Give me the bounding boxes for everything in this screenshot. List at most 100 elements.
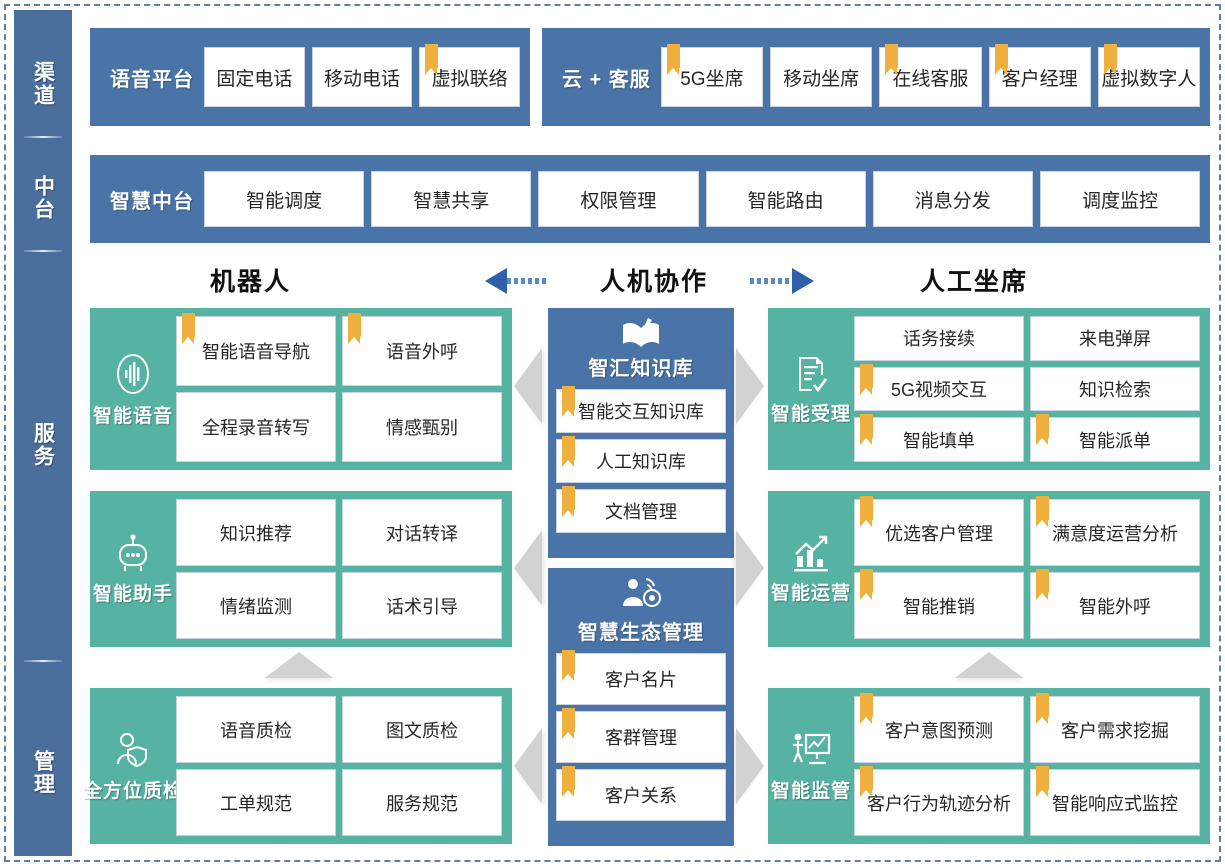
bookmark-icon [348, 313, 361, 344]
service-item[interactable]: 优选客户管理 [854, 496, 1024, 566]
rail-divider-1 [24, 136, 62, 138]
midplatform-item[interactable]: 智慧共享 [371, 171, 532, 227]
center-item[interactable]: 智能交互知识库 [556, 386, 726, 433]
diagram-outer-frame [4, 4, 1221, 862]
channel-item-label: 客户经理 [1001, 68, 1078, 90]
center-item[interactable]: 客户名片 [556, 650, 726, 705]
channel-item[interactable]: 虚拟数字人 [1097, 44, 1200, 107]
rail-segment-midplatform[interactable]: 中台 [14, 150, 72, 246]
channel-item[interactable]: 5G坐席 [660, 44, 764, 107]
service-item[interactable]: 工单规范 [176, 769, 336, 836]
bookmark-icon [994, 44, 1008, 75]
service-item[interactable]: 智能语音导航 [176, 313, 336, 386]
bookmark-icon [1103, 44, 1117, 75]
middle-platform-items: 智能调度 智慧共享 权限管理 智能路由 消息分发 调度监控 [204, 171, 1201, 227]
service-item[interactable]: 智能外呼 [1030, 569, 1200, 639]
bookmark-icon [1036, 693, 1049, 724]
channel-item[interactable]: 虚拟联络 [419, 44, 521, 107]
service-item-label: 情感甄别 [386, 418, 458, 438]
panel-head: 智能语音 [90, 351, 176, 428]
panel-title: 智能运营 [770, 582, 851, 604]
panel-intelligent-voice: 智能语音 智能语音导航 语音外呼 全程录音转写 情感甄别 [90, 308, 512, 470]
arrow-right [750, 268, 814, 294]
midplatform-item-label: 智慧共享 [413, 190, 490, 212]
service-item[interactable]: 话术引导 [342, 572, 502, 639]
panel-title: 智汇知识库 [588, 358, 694, 380]
service-item[interactable]: 图文质检 [342, 696, 502, 763]
center-item-label: 文档管理 [605, 502, 677, 522]
center-item[interactable]: 客户关系 [556, 766, 726, 821]
service-item-label: 话术引导 [386, 596, 458, 617]
collab-label-agent: 人工坐席 [920, 268, 1029, 296]
channel-item-label: 在线客服 [892, 68, 969, 90]
bookmark-icon [860, 496, 873, 527]
rail-segment-management[interactable]: 管理 [14, 720, 72, 825]
center-item[interactable]: 客群管理 [556, 708, 726, 763]
center-item[interactable]: 文档管理 [556, 486, 726, 533]
service-item[interactable]: 语音质检 [176, 696, 336, 763]
panel-title: 全方位质检 [83, 780, 184, 802]
bookmark-icon [562, 386, 575, 417]
rail-segment-service[interactable]: 服务 [14, 390, 72, 500]
panel-intelligent-assistant: 智能助手 知识推荐 对话转译 情绪监测 话术引导 [90, 491, 512, 647]
channel-item[interactable]: 移动电话 [311, 47, 413, 107]
panel-full-quality-inspection: 全方位质检 语音质检 图文质检 工单规范 服务规范 [83, 688, 512, 844]
connector-arrow-up-left [265, 652, 333, 678]
voice-platform-title: 语音平台 [110, 68, 194, 91]
midplatform-item-label: 消息分发 [914, 190, 991, 212]
midplatform-item[interactable]: 智能调度 [204, 171, 365, 227]
midplatform-item[interactable]: 智能路由 [705, 171, 866, 227]
robot-icon [113, 533, 153, 575]
service-item[interactable]: 满意度运营分析 [1030, 496, 1200, 566]
collaboration-header: 机器人 人机协作 人工坐席 [80, 250, 1210, 308]
service-item[interactable]: 全程录音转写 [176, 392, 336, 462]
service-item[interactable]: 情绪监测 [176, 572, 336, 639]
midplatform-item[interactable]: 权限管理 [538, 171, 699, 227]
channel-item[interactable]: 移动坐席 [770, 47, 873, 107]
service-item-label: 对话转译 [386, 523, 458, 544]
midplatform-item-label: 权限管理 [580, 190, 657, 212]
panel-items: 客户意图预测 客户需求挖掘 客户行为轨迹分析 智能响应式监控 [854, 688, 1210, 844]
service-item-label: 知识推荐 [220, 523, 292, 544]
panel-title: 智能助手 [92, 583, 173, 605]
panel-items: 知识推荐 对话转译 情绪监测 话术引导 [176, 491, 512, 647]
service-item[interactable]: 智能派单 [1030, 414, 1200, 462]
service-item[interactable]: 智能响应式监控 [1030, 766, 1200, 836]
growth-chart-icon [790, 534, 832, 574]
service-item[interactable]: 话务接续 [854, 316, 1024, 361]
service-item-label: 工单规范 [220, 793, 292, 814]
service-item-label: 智能填单 [903, 430, 975, 451]
center-item-label: 客群管理 [605, 728, 677, 748]
channel-item[interactable]: 在线客服 [879, 44, 982, 107]
center-item[interactable]: 人工知识库 [556, 436, 726, 483]
service-item[interactable]: 来电弹屏 [1030, 316, 1200, 361]
service-item[interactable]: 5G视频交互 [854, 363, 1024, 412]
channel-item[interactable]: 固定电话 [204, 47, 305, 107]
service-item[interactable]: 语音外呼 [342, 313, 502, 386]
connector-arrow-right-operation [736, 530, 764, 606]
bookmark-icon [1036, 569, 1049, 600]
voice-wave-icon [113, 351, 153, 397]
service-item[interactable]: 智能填单 [854, 414, 1024, 462]
rail-label-service: 服务 [31, 422, 55, 468]
rail-divider-2 [24, 250, 62, 252]
service-item[interactable]: 知识推荐 [176, 499, 336, 566]
channel-item[interactable]: 客户经理 [988, 44, 1091, 107]
service-item[interactable]: 服务规范 [342, 769, 502, 836]
service-item-label: 智能外呼 [1079, 596, 1151, 617]
midplatform-item[interactable]: 消息分发 [872, 171, 1033, 227]
bookmark-icon [1036, 766, 1049, 797]
service-item[interactable]: 客户需求挖掘 [1030, 693, 1200, 763]
rail-label-midplatform: 中台 [31, 175, 55, 221]
service-item[interactable]: 情感甄别 [342, 392, 502, 462]
service-item[interactable]: 对话转译 [342, 499, 502, 566]
arrow-left-icon [485, 268, 507, 294]
midplatform-item[interactable]: 调度监控 [1039, 171, 1201, 227]
service-item[interactable]: 客户意图预测 [854, 693, 1024, 763]
service-item[interactable]: 知识检索 [1030, 366, 1200, 412]
service-item[interactable]: 智能推销 [854, 569, 1024, 639]
connector-arrow-up-right [955, 652, 1023, 678]
rail-segment-channel[interactable]: 渠道 [14, 34, 72, 134]
service-item[interactable]: 客户行为轨迹分析 [854, 766, 1024, 836]
